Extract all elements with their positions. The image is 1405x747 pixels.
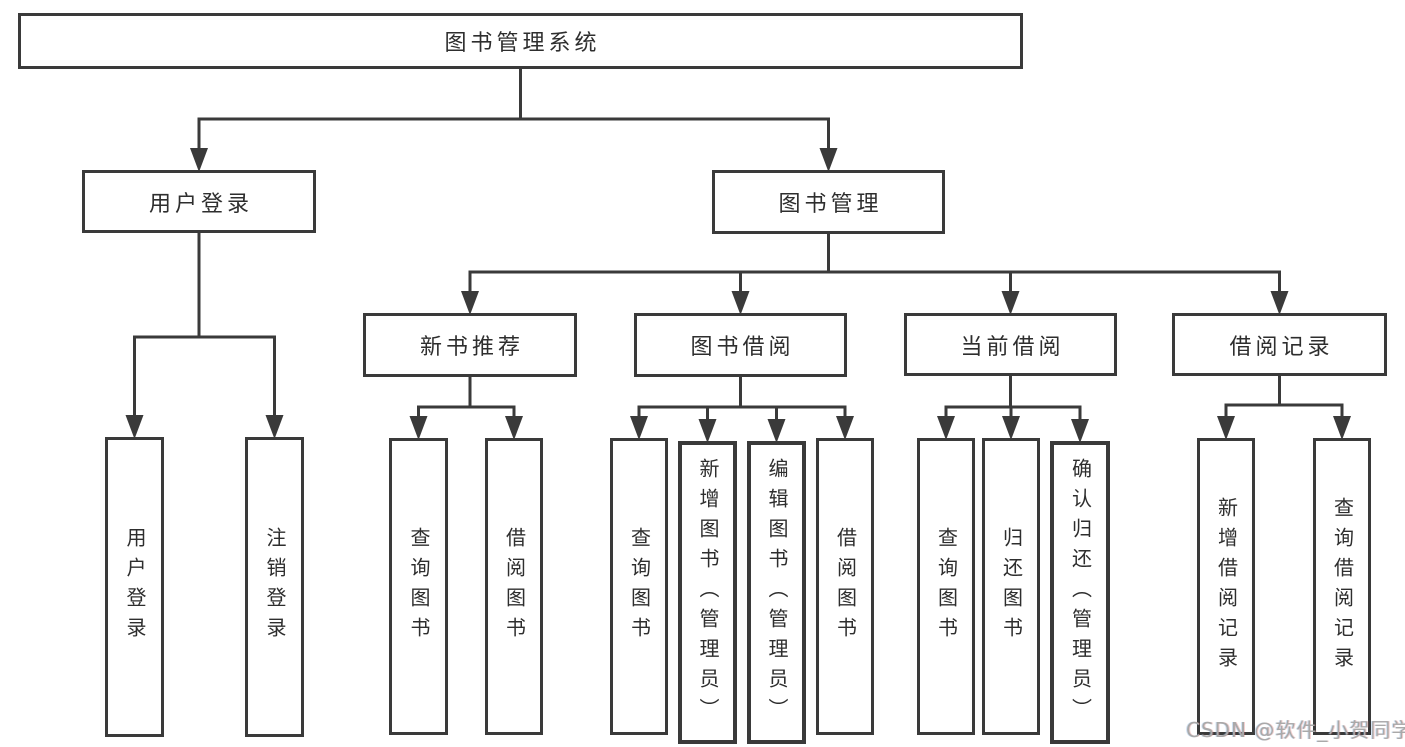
csdn-watermark: CSDN @软件_小贺同学 (1186, 718, 1405, 742)
node-nb-borrow-book: 借阅图书 (485, 438, 543, 735)
node-label-user-login: 用户登录 (148, 191, 253, 217)
node-label-book-mgmt: 图书管理 (778, 192, 883, 217)
node-nb-query-book: 查询图书 (389, 438, 448, 735)
node-label-br-add-record: 新增借阅记录 (1214, 496, 1239, 677)
arrow-down-icon (731, 291, 750, 315)
node-label-cb-return-book: 归还图书 (999, 526, 1024, 647)
arrow-down-icon (630, 416, 648, 440)
node-current-borrow: 当前借阅 (904, 313, 1117, 376)
node-bb-add-book: 新增图书（管理员） (678, 441, 737, 744)
node-label-borrow-records: 借阅记录 (1229, 334, 1334, 360)
node-book-borrow: 图书借阅 (634, 313, 847, 377)
node-br-query-record: 查询借阅记录 (1313, 438, 1371, 735)
node-label-root: 图书管理系统 (444, 31, 601, 56)
node-label-nb-borrow-book: 借阅图书 (502, 526, 527, 647)
node-user-login: 用户登录 (82, 170, 316, 233)
node-label-cb-confirm-return: 确认归还（管理员） (1068, 457, 1093, 728)
node-label-bb-edit-book: 编辑图书（管理员） (765, 457, 789, 728)
node-leaf-user-login: 用户登录 (105, 437, 164, 737)
arrow-down-icon (1071, 419, 1089, 443)
arrow-down-icon (265, 415, 284, 439)
arrow-down-icon (836, 416, 854, 440)
node-label-book-borrow: 图书借阅 (690, 335, 795, 360)
node-label-new-book-rec: 新书推荐 (419, 335, 524, 360)
arrow-down-icon (698, 419, 717, 443)
node-leaf-logout: 注销登录 (245, 437, 304, 737)
node-book-mgmt: 图书管理 (712, 170, 945, 234)
node-bb-edit-book: 编辑图书（管理员） (747, 441, 806, 744)
node-cb-confirm-return: 确认归还（管理员） (1050, 441, 1110, 744)
node-label-leaf-user-login: 用户登录 (123, 527, 147, 647)
arrow-down-icon (190, 148, 208, 172)
node-cb-return-book: 归还图书 (982, 438, 1040, 735)
node-br-add-record: 新增借阅记录 (1197, 438, 1255, 735)
node-cb-query-book: 查询图书 (917, 438, 975, 735)
node-label-br-query-record: 查询借阅记录 (1330, 496, 1355, 677)
node-bb-query-book: 查询图书 (610, 438, 668, 735)
arrow-down-icon (505, 416, 523, 440)
node-new-book-rec: 新书推荐 (363, 313, 577, 377)
node-label-current-borrow: 当前借阅 (960, 334, 1065, 360)
arrow-down-icon (125, 415, 144, 439)
node-label-bb-borrow-book: 借阅图书 (833, 526, 858, 647)
node-borrow-records: 借阅记录 (1172, 313, 1387, 376)
arrow-down-icon (1270, 291, 1289, 315)
arrow-down-icon (767, 419, 786, 443)
arrow-down-icon (819, 148, 838, 172)
arrow-down-icon (1333, 416, 1351, 440)
arrow-down-icon (937, 416, 955, 440)
node-bb-borrow-book: 借阅图书 (816, 438, 874, 735)
node-label-bb-add-book: 新增图书（管理员） (696, 457, 720, 728)
arrow-down-icon (461, 291, 479, 315)
node-label-nb-query-book: 查询图书 (407, 526, 431, 647)
node-label-leaf-logout: 注销登录 (263, 527, 287, 647)
node-label-bb-query-book: 查询图书 (627, 526, 652, 647)
node-root: 图书管理系统 (18, 13, 1023, 69)
arrow-down-icon (1002, 416, 1020, 440)
arrow-down-icon (1001, 291, 1020, 315)
arrow-down-icon (1217, 416, 1235, 440)
node-label-cb-query-book: 查询图书 (934, 526, 959, 647)
arrow-down-icon (409, 416, 428, 440)
